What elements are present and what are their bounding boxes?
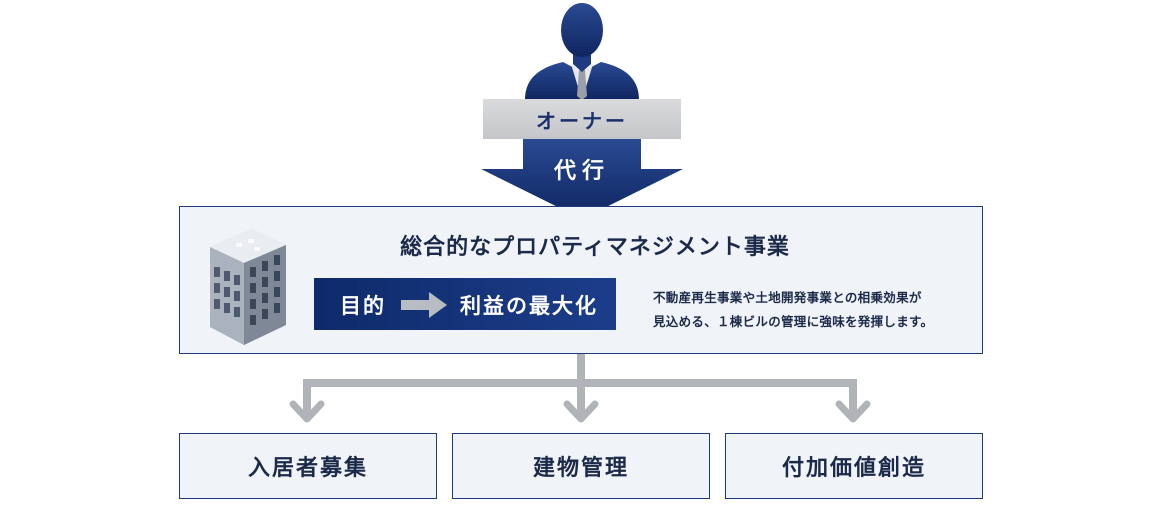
right-arrow-icon [401, 292, 447, 318]
down-arrow-icon [481, 139, 683, 219]
proxy-label: 代行 [553, 159, 610, 184]
service-building-management: 建物管理 [452, 433, 710, 499]
purpose-label: 目的 [340, 294, 386, 318]
owner-person-icon [525, 3, 639, 100]
main-business-box: 総合的なプロパティマネジメント事業 目的 利益の最大化 不動産再生事業や土地開発… [179, 206, 983, 354]
service-value-creation: 付加価値創造 [725, 433, 983, 499]
purpose-bar: 目的 利益の最大化 [314, 278, 616, 330]
owner-label: オーナー [483, 99, 681, 139]
purpose-value: 利益の最大化 [460, 294, 598, 318]
service-tenant-recruitment: 入居者募集 [179, 433, 437, 499]
building-icon [210, 229, 286, 345]
description-line: 不動産再生事業や土地開発事業との相乗効果が [653, 290, 922, 305]
description-line: 見込める、１棟ビルの管理に強味を発揮します。 [653, 314, 934, 329]
main-title: 総合的なプロパティマネジメント事業 [400, 235, 790, 260]
